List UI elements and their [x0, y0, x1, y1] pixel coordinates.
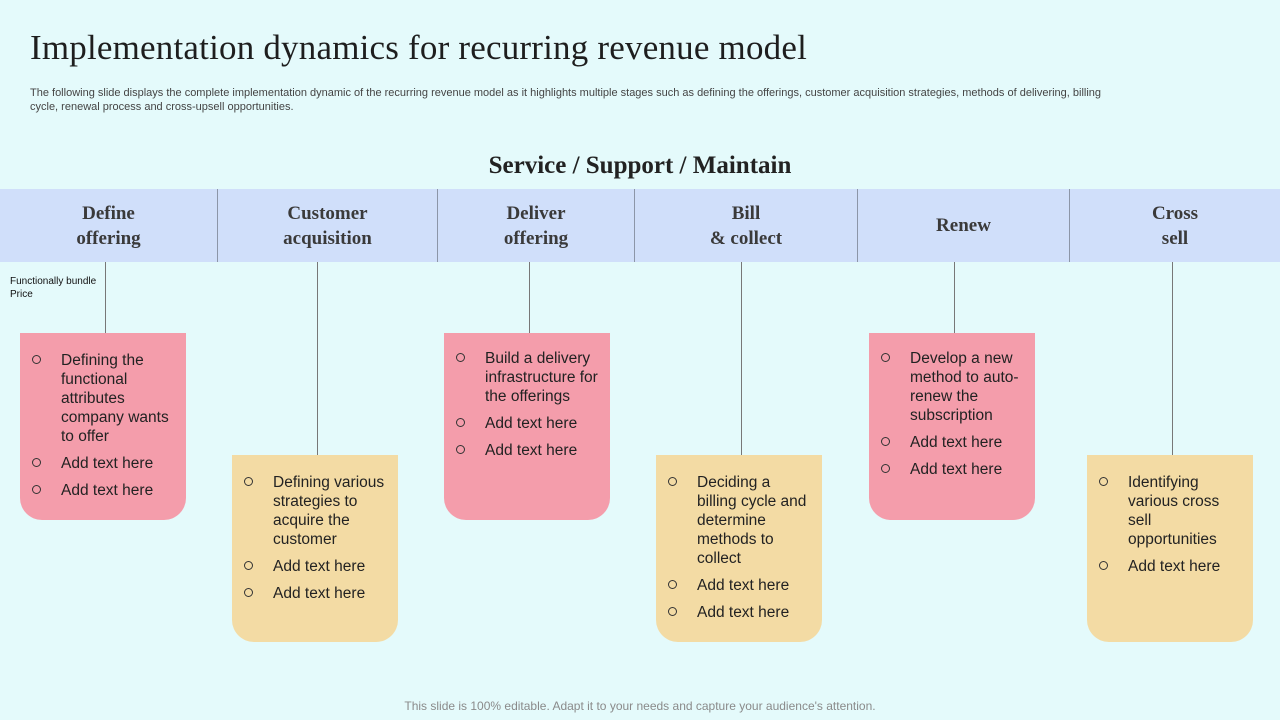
list-item: Add text here: [881, 460, 1025, 479]
bullet-icon: [668, 607, 677, 616]
bullet-icon: [668, 477, 677, 486]
card-cross-sell: Identifying various cross sell opportuni…: [1087, 455, 1253, 642]
connector-line: [105, 262, 106, 333]
bullet-icon: [32, 458, 41, 467]
list-item: Add text here: [244, 584, 388, 603]
card-deliver-offering: Build a delivery infrastructure for the …: [444, 333, 610, 520]
connector-line: [1172, 262, 1173, 455]
bullet-icon: [456, 445, 465, 454]
stage-deliver-offering: Deliver offering: [437, 189, 634, 262]
stage-cross-sell: Cross sell: [1069, 189, 1280, 262]
card-customer-acquisition: Defining various strategies to acquire t…: [232, 455, 398, 642]
footer-text: This slide is 100% editable. Adapt it to…: [404, 699, 876, 713]
list-item: Add text here: [668, 603, 812, 622]
bullet-icon: [1099, 477, 1108, 486]
stage-define-offering: Define offering: [76, 202, 141, 249]
list-item: Add text here: [456, 441, 600, 460]
bullet-icon: [668, 580, 677, 589]
slide-subtitle: The following slide displays the complet…: [30, 87, 1102, 113]
connector-line: [529, 262, 530, 333]
list-item: Add text here: [244, 557, 388, 576]
connector-line: [954, 262, 955, 333]
banner-heading: Service / Support / Maintain: [488, 152, 792, 179]
bullet-icon: [456, 418, 465, 427]
bullet-icon: [32, 485, 41, 494]
list-item: Add text here: [32, 454, 176, 473]
stage-customer-acquisition: Customer acquisition: [217, 189, 437, 262]
stage-bill-collect: Bill & collect: [634, 189, 857, 262]
list-item: Add text here: [32, 481, 176, 500]
list-item: Add text here: [1099, 557, 1243, 576]
list-item: Defining the functional attributes compa…: [32, 351, 176, 446]
bullet-icon: [32, 355, 41, 364]
connector-line: [741, 262, 742, 455]
list-item: Identifying various cross sell opportuni…: [1099, 473, 1243, 549]
bullet-icon: [244, 561, 253, 570]
bullet-icon: [881, 464, 890, 473]
stage-bar: Define offering Customer acquisition Del…: [0, 189, 1280, 262]
card-bill-collect: Deciding a billing cycle and determine m…: [656, 455, 822, 642]
card-define-offering: Defining the functional attributes compa…: [20, 333, 186, 520]
list-item: Add text here: [456, 414, 600, 433]
list-item: Develop a new method to auto-renew the s…: [881, 349, 1025, 425]
bullet-icon: [1099, 561, 1108, 570]
bullet-icon: [881, 437, 890, 446]
list-item: Deciding a billing cycle and determine m…: [668, 473, 812, 568]
bullet-icon: [881, 353, 890, 362]
list-item: Build a delivery infrastructure for the …: [456, 349, 600, 406]
list-item: Add text here: [881, 433, 1025, 452]
connector-line: [317, 262, 318, 455]
bullet-icon: [456, 353, 465, 362]
slide-title: Implementation dynamics for recurring re…: [30, 28, 808, 67]
card-renew: Develop a new method to auto-renew the s…: [869, 333, 1035, 520]
bullet-icon: [244, 477, 253, 486]
list-item: Defining various strategies to acquire t…: [244, 473, 388, 549]
stage-renew: Renew: [857, 189, 1069, 262]
bullet-icon: [244, 588, 253, 597]
note-label: Functionally bundle Price: [10, 275, 96, 301]
list-item: Add text here: [668, 576, 812, 595]
note-text: Functionally bundle Price: [10, 276, 97, 300]
